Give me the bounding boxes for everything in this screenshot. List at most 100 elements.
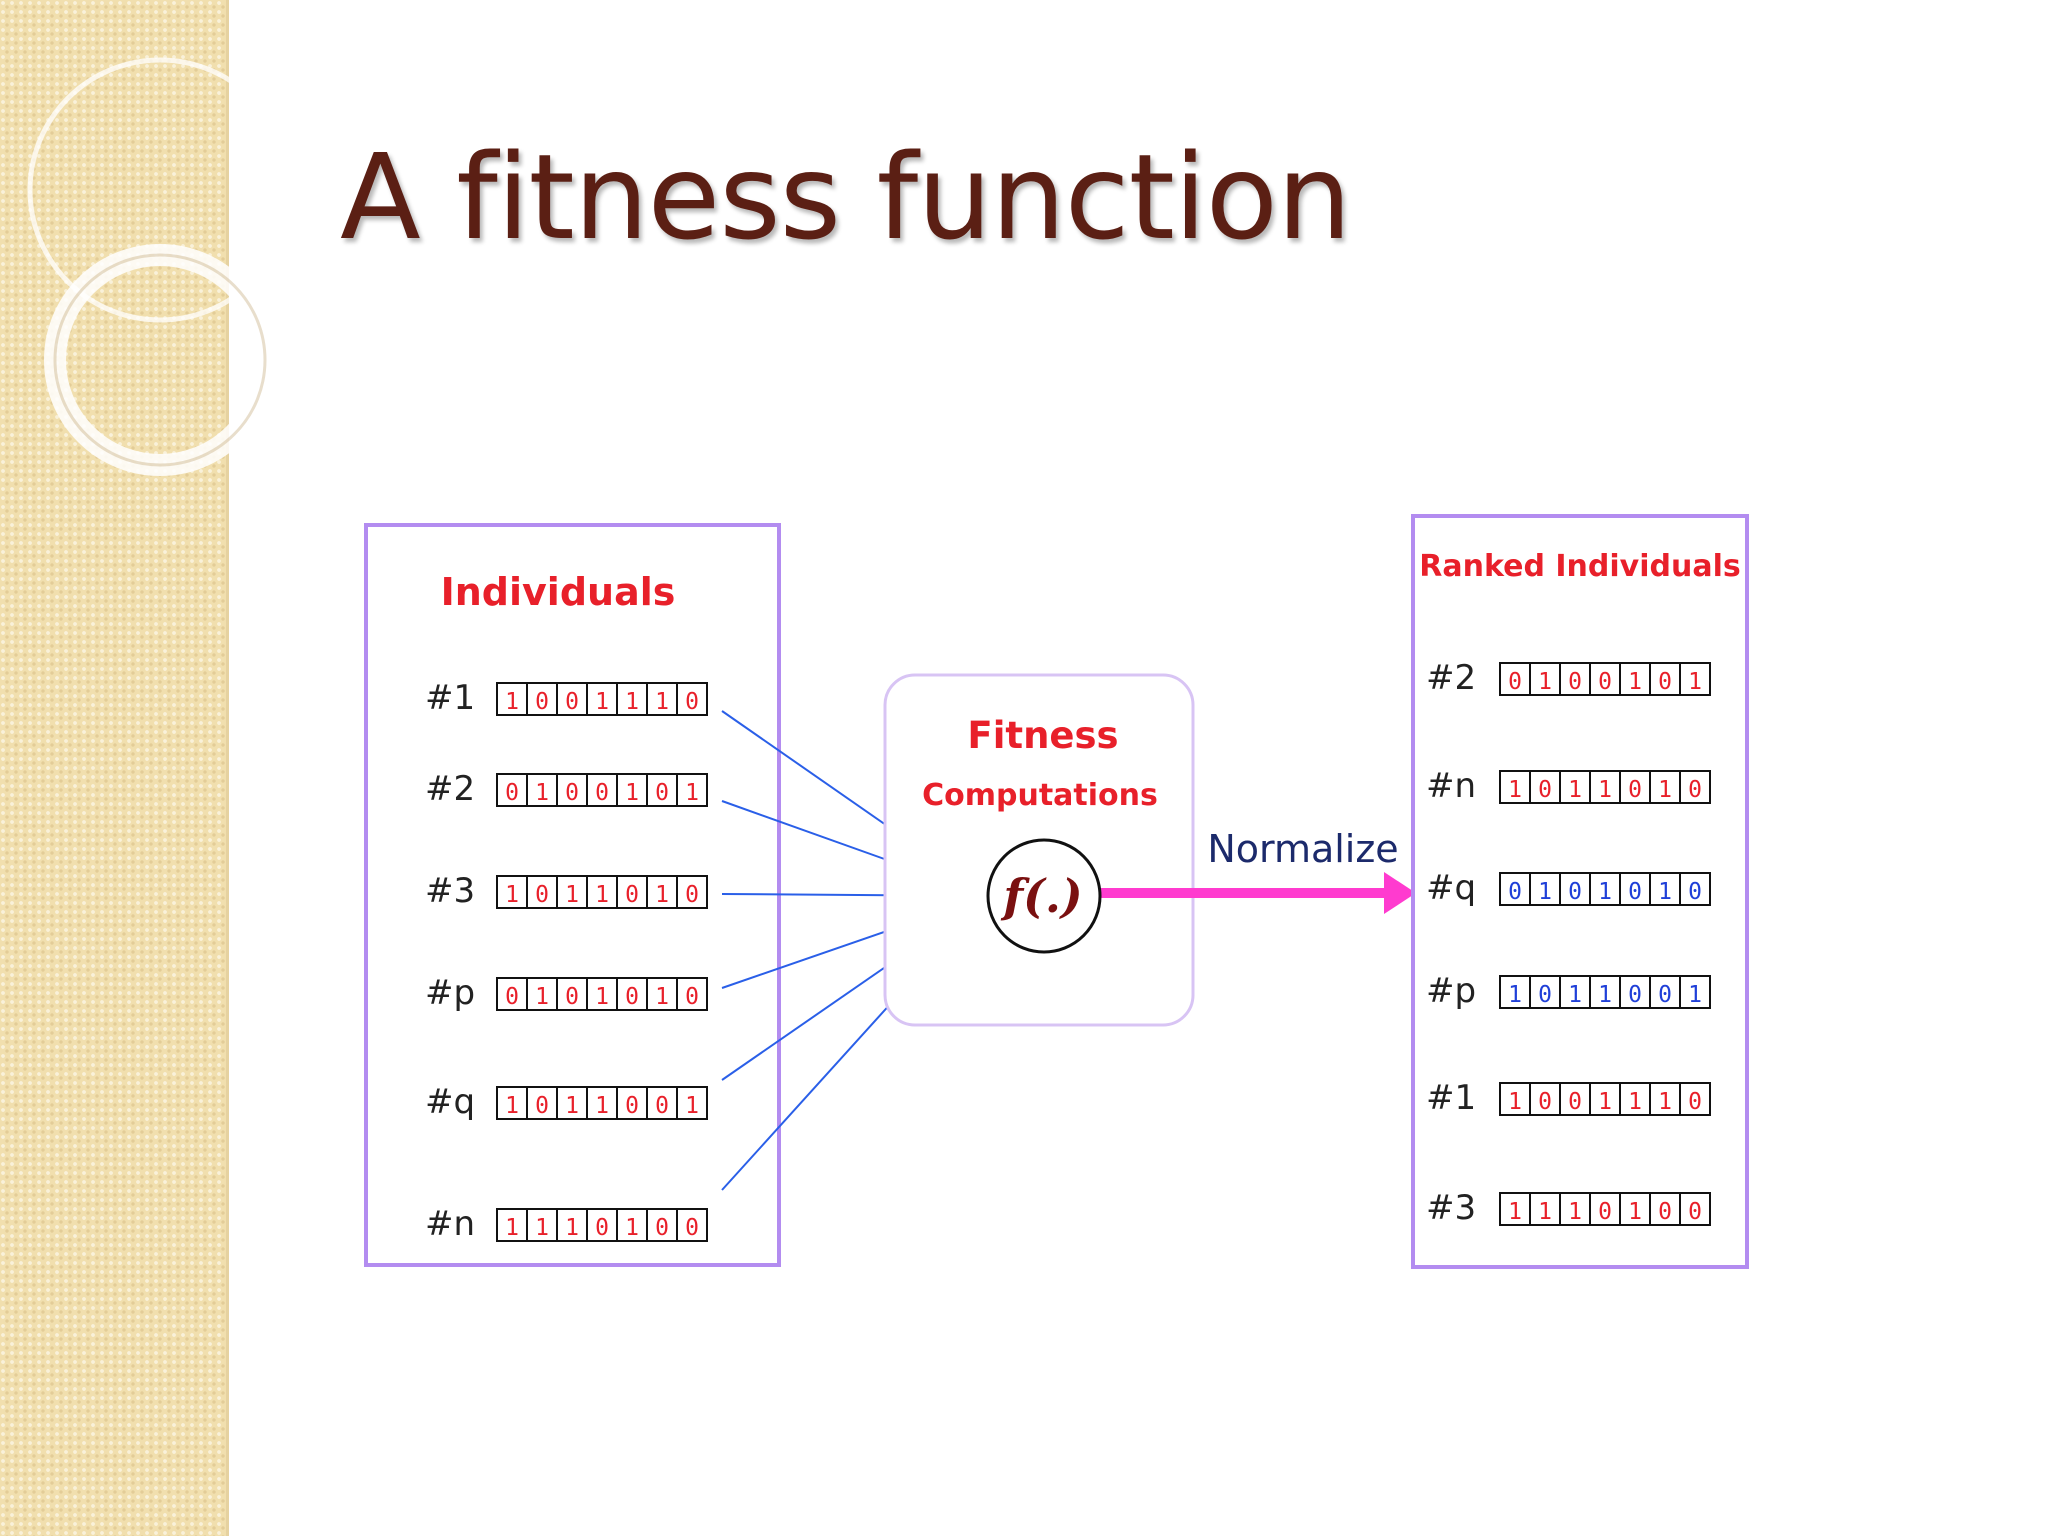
fitness-heading: Fitness xyxy=(967,714,1118,757)
bit-cell xyxy=(676,682,708,716)
bit-value: 1 xyxy=(655,689,669,715)
bit-cell xyxy=(1559,872,1591,906)
bit-cell xyxy=(1679,770,1711,804)
bit-cell xyxy=(586,682,618,716)
bit-cell xyxy=(556,1208,588,1242)
bit-cell xyxy=(526,977,558,1011)
bit-value: 1 xyxy=(685,1093,699,1119)
bit-cell xyxy=(1529,872,1561,906)
bit-value: 0 xyxy=(1538,777,1552,803)
bit-value: 0 xyxy=(1688,1199,1702,1225)
bit-value: 0 xyxy=(595,780,609,806)
bit-value: 1 xyxy=(1538,669,1552,695)
bit-value: 1 xyxy=(685,780,699,806)
bit-cell xyxy=(1649,662,1681,696)
bit-cell xyxy=(616,1208,648,1242)
bit-cell xyxy=(496,1208,528,1242)
bit-value: 0 xyxy=(1568,669,1582,695)
bit-cell xyxy=(676,773,708,807)
bit-cell xyxy=(616,1086,648,1120)
bit-value: 0 xyxy=(1598,669,1612,695)
bit-cell xyxy=(526,1086,558,1120)
bit-value: 0 xyxy=(655,780,669,806)
bit-cell xyxy=(1679,1192,1711,1226)
individual-label: #2 xyxy=(425,769,475,809)
bit-value: 0 xyxy=(535,689,549,715)
bit-cell xyxy=(676,1086,708,1120)
bit-cell xyxy=(1499,662,1531,696)
bit-value: 1 xyxy=(535,780,549,806)
bit-value: 1 xyxy=(1628,1089,1642,1115)
bit-cell xyxy=(1619,662,1651,696)
bit-value: 0 xyxy=(625,1093,639,1119)
bit-value: 0 xyxy=(1658,669,1672,695)
ranked-label: #3 xyxy=(1426,1188,1476,1228)
bit-value: 1 xyxy=(655,882,669,908)
bit-value: 0 xyxy=(595,1215,609,1241)
normalize-label: Normalize xyxy=(1207,827,1398,871)
bit-cell xyxy=(496,875,528,909)
bit-cell xyxy=(1589,1192,1621,1226)
bit-cell xyxy=(1649,872,1681,906)
individual-label: #1 xyxy=(425,678,475,718)
bit-value: 1 xyxy=(505,882,519,908)
bit-value: 1 xyxy=(505,689,519,715)
bit-value: 0 xyxy=(1628,982,1642,1008)
bit-cell xyxy=(676,875,708,909)
bit-value: 1 xyxy=(625,689,639,715)
bit-value: 0 xyxy=(655,1093,669,1119)
bit-value: 1 xyxy=(1598,1089,1612,1115)
bit-value: 1 xyxy=(565,1093,579,1119)
individual-label: #q xyxy=(425,1082,475,1122)
bit-cell xyxy=(1649,1082,1681,1116)
bit-value: 1 xyxy=(595,689,609,715)
bit-cell xyxy=(646,875,678,909)
bit-value: 0 xyxy=(1688,777,1702,803)
decorative-rings xyxy=(27,57,293,476)
bit-value: 0 xyxy=(1688,879,1702,905)
individuals-heading: Individuals xyxy=(441,570,676,614)
bit-value: 0 xyxy=(565,984,579,1010)
bit-cell xyxy=(556,773,588,807)
bit-cell xyxy=(1619,770,1651,804)
bit-value: 1 xyxy=(565,882,579,908)
bit-value: 1 xyxy=(1568,982,1582,1008)
individual-label: #3 xyxy=(425,871,475,911)
bit-value: 1 xyxy=(1508,777,1522,803)
individual-label: #p xyxy=(425,973,475,1013)
bit-value: 0 xyxy=(1628,879,1642,905)
bit-value: 1 xyxy=(1508,1199,1522,1225)
bit-cell xyxy=(1589,662,1621,696)
ranked-label: #p xyxy=(1426,971,1476,1011)
bit-value: 0 xyxy=(1508,879,1522,905)
bit-cell xyxy=(676,1208,708,1242)
bit-cell xyxy=(1499,872,1531,906)
bit-value: 0 xyxy=(1658,1199,1672,1225)
bit-cell xyxy=(1679,1082,1711,1116)
bit-cell xyxy=(1649,770,1681,804)
individual-label: #n xyxy=(425,1204,475,1244)
ranked-label: #1 xyxy=(1426,1078,1476,1118)
bit-cell xyxy=(646,773,678,807)
bit-value: 1 xyxy=(625,780,639,806)
bit-cell xyxy=(526,875,558,909)
ranked-label: #n xyxy=(1426,766,1476,806)
bit-cell xyxy=(1649,975,1681,1009)
bit-value: 1 xyxy=(1598,777,1612,803)
bit-value: 1 xyxy=(625,1215,639,1241)
bit-cell xyxy=(1679,872,1711,906)
